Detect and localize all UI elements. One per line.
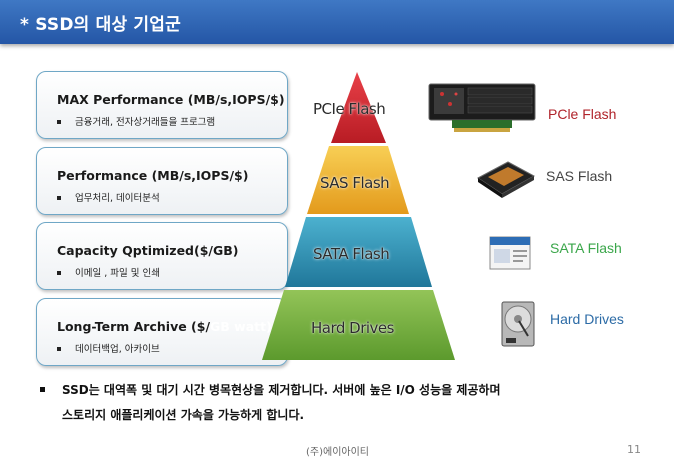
product-label-pcie: PCle Flash (548, 106, 617, 122)
pyramid-label-sata: SATA Flash (313, 245, 390, 263)
tier-title: Capacity Qptimized($/GB) (57, 243, 239, 258)
tier-description: 이메일 , 파일 및 인쇄 (57, 265, 160, 279)
pyramid-label-hdd: Hard Drives (311, 319, 394, 337)
title-bar: * SSD의 대상 기업군 (0, 0, 674, 44)
tier-title-hidden: GB watt) (210, 319, 272, 334)
page-number: 11 (627, 443, 641, 456)
tier-description: 업무처리, 데이터분석 (57, 190, 160, 204)
tier-box-performance: Performance (MB/s,IOPS/$) 업무처리, 데이터분석 (36, 147, 288, 215)
tier-box-capacity: Capacity Qptimized($/GB) 이메일 , 파일 및 인쇄 (36, 222, 288, 290)
pyramid-level-pcie (331, 72, 386, 143)
pcie-card-icon (428, 83, 536, 132)
tier-title: MAX Performance (MB/s,IOPS/$) (57, 92, 285, 107)
bullet-icon (57, 195, 61, 200)
tier-description-text: 업무처리, 데이터분석 (75, 193, 160, 204)
tier-box-archive: Long-Term Archive ($/GB watt) 데이터백업, 아카이… (36, 298, 288, 366)
page-title: * SSD의 대상 기업군 (20, 15, 181, 35)
hard-drive-icon (501, 301, 535, 347)
tier-description-text: 데이터백업, 아카이브 (75, 344, 160, 355)
product-label-sata: SATA Flash (550, 240, 622, 256)
tier-title: Long-Term Archive ($/GB watt) (57, 319, 272, 334)
pyramid-label-sas: SAS Flash (320, 174, 390, 192)
pyramid-label-pcie: PCIe Flash (313, 100, 386, 118)
sata-ssd-icon (489, 236, 531, 270)
tier-title: Performance (MB/s,IOPS/$) (57, 168, 249, 183)
tier-description-text: 금융거래, 전자상거래들을 프로그램 (75, 117, 216, 128)
tier-description: 데이터백업, 아카이브 (57, 341, 160, 355)
pyramid-level-sata (285, 217, 432, 287)
bullet-icon (40, 387, 45, 392)
product-label-hdd: Hard Drives (550, 311, 624, 327)
pyramid-level-sas (307, 146, 409, 214)
summary-line-2: 스토리지 애플리케이션 가속을 가능하게 합니다. (62, 408, 305, 422)
bullet-icon (57, 270, 61, 275)
summary-line-1: SSD는 대역폭 및 대기 시간 병목현상을 제거합니다. 서버에 높은 I/O… (62, 383, 501, 397)
tier-title-main: Long-Term Archive ($/ (57, 319, 211, 334)
product-label-sas: SAS Flash (546, 168, 613, 184)
bullet-icon (57, 119, 61, 124)
tier-box-max-performance: MAX Performance (MB/s,IOPS/$) 금융거래, 전자상거… (36, 71, 288, 139)
tier-description-text: 이메일 , 파일 및 인쇄 (75, 268, 161, 279)
tier-description: 금융거래, 전자상거래들을 프로그램 (57, 114, 215, 128)
footer-company: (주)에이아이티 (306, 447, 370, 458)
bullet-icon (57, 346, 61, 351)
ssd-drive-icon (477, 161, 536, 198)
pyramid-level-hdd (262, 290, 455, 360)
